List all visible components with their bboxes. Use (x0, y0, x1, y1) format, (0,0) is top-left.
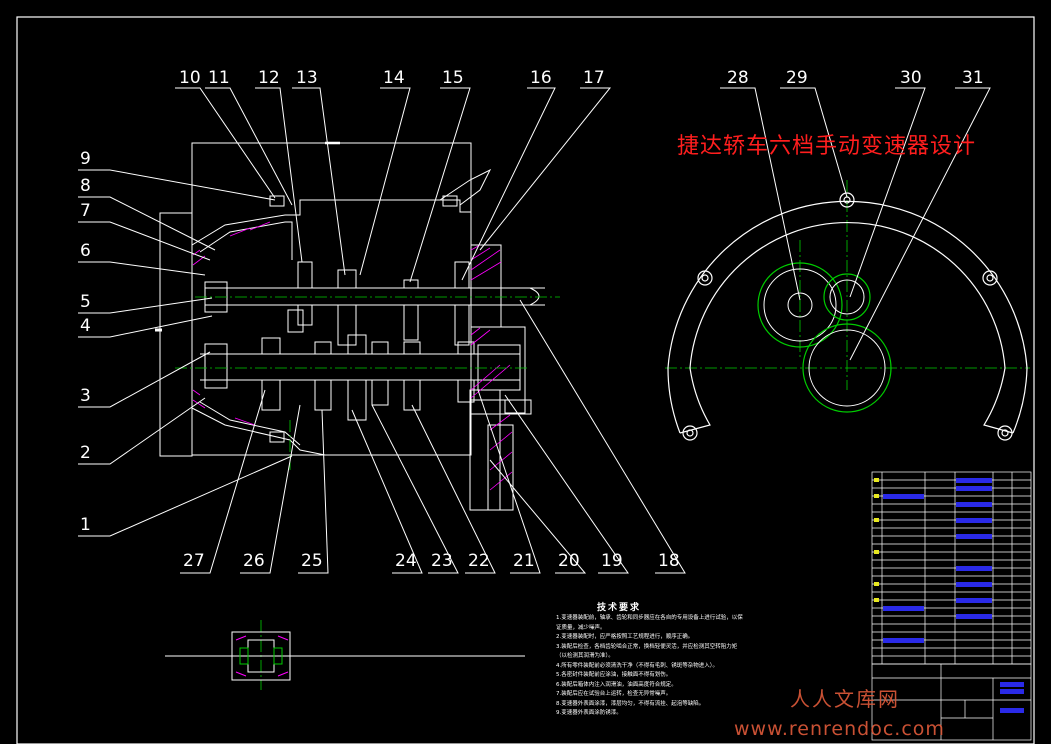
part-label: 3 (80, 386, 91, 406)
part-label: 11 (208, 68, 230, 88)
part-label: 26 (243, 551, 265, 571)
tech-note: 3.装配后检查，各档齿轮啮合正常，换档轻便灵活，并应检测其空转阻力矩 (556, 643, 738, 650)
part-label: 25 (301, 551, 323, 571)
part-label: 13 (296, 68, 318, 88)
meshing-gears (757, 262, 892, 413)
tech-requirements-notes: 1.变速器装配前，轴承、齿轮和同步器应在各自的专用设备上进行试验，以保 证质量，… (556, 614, 786, 719)
watermark-text: 人人文库网 (790, 687, 900, 711)
part-label: 1 (80, 515, 91, 535)
part-label: 12 (258, 68, 280, 88)
section-hatching (192, 221, 513, 491)
part-label: 28 (727, 68, 749, 88)
part-label: 31 (962, 68, 984, 88)
leader-lines (78, 87, 991, 574)
part-label: 18 (658, 551, 680, 571)
tech-note: 7.装配后应在试验台上运转，检查无异常噪声。 (556, 691, 672, 697)
part-numbers-bottom: 27 26 25 24 23 22 21 20 19 18 (183, 551, 680, 571)
title-block (871, 663, 1032, 741)
bell-housing-outline (159, 212, 193, 457)
part-label: 5 (80, 292, 91, 312)
part-label: 4 (80, 316, 91, 336)
part-numbers-gear-view: 28 29 30 31 (727, 68, 984, 88)
part-label: 21 (513, 551, 535, 571)
part-label: 30 (900, 68, 922, 88)
part-label: 15 (442, 68, 464, 88)
tech-note: 9.变速器外表面涂防锈漆。 (556, 710, 622, 716)
tech-note: 8.变速器外表面涂漆，漆层均匀，不得有流挂、起泡等缺陷。 (556, 700, 705, 707)
part-label: 24 (395, 551, 417, 571)
part-label: 10 (179, 68, 201, 88)
drawing-title: 捷达轿车六档手动变速器设计 (677, 134, 977, 159)
title-block-blue-marks (1000, 682, 1024, 713)
tech-note: 5.各密封件装配前应涂油，接触面不得有划伤。 (556, 672, 672, 678)
tech-requirements-title: 技术要求 (597, 603, 642, 613)
parts-list-highlights (883, 478, 992, 643)
watermark-url: www.renrendoc.com (734, 718, 945, 740)
part-label: 22 (468, 551, 490, 571)
tech-note: 4.所有零件装配前必须清洗干净（不得有毛刺、锈斑等杂物进入）。 (556, 662, 718, 669)
part-label: 23 (431, 551, 453, 571)
part-label: 14 (383, 68, 405, 88)
tech-note: 6.装配后箱体内注入润滑油，油面高度符合规定。 (556, 681, 677, 688)
part-label: 17 (583, 68, 605, 88)
parts-list-table (871, 471, 1032, 665)
part-label: 20 (558, 551, 580, 571)
part-label: 2 (80, 443, 91, 463)
gear-layout-view (667, 192, 1028, 441)
tech-note: 证质量，减少噪声。 (556, 624, 606, 631)
part-numbers-top: 10 11 12 13 14 15 16 17 (179, 68, 605, 88)
part-label: 6 (80, 241, 91, 261)
part-label: 29 (786, 68, 808, 88)
transmission-section (155, 141, 545, 511)
tech-note: （以检测其润滑为准）。 (556, 653, 614, 659)
part-label: 9 (80, 149, 91, 169)
part-label: 7 (80, 201, 91, 221)
part-label: 27 (183, 551, 205, 571)
tech-note: 1.变速器装配前，轴承、齿轮和同步器应在各自的专用设备上进行试验，以保 (556, 615, 743, 621)
tech-note: 2.变速器装配时，应严格按照工艺规程进行，顺序正确。 (556, 634, 694, 640)
drawing-frame (16, 16, 1035, 744)
part-label: 16 (530, 68, 552, 88)
parts-list-yellow-marks (874, 478, 879, 602)
part-label: 19 (601, 551, 623, 571)
synchronizer-detail-view (165, 631, 525, 681)
part-label: 8 (80, 176, 91, 196)
part-numbers-left: 9 8 7 6 5 4 3 2 1 (80, 149, 91, 535)
